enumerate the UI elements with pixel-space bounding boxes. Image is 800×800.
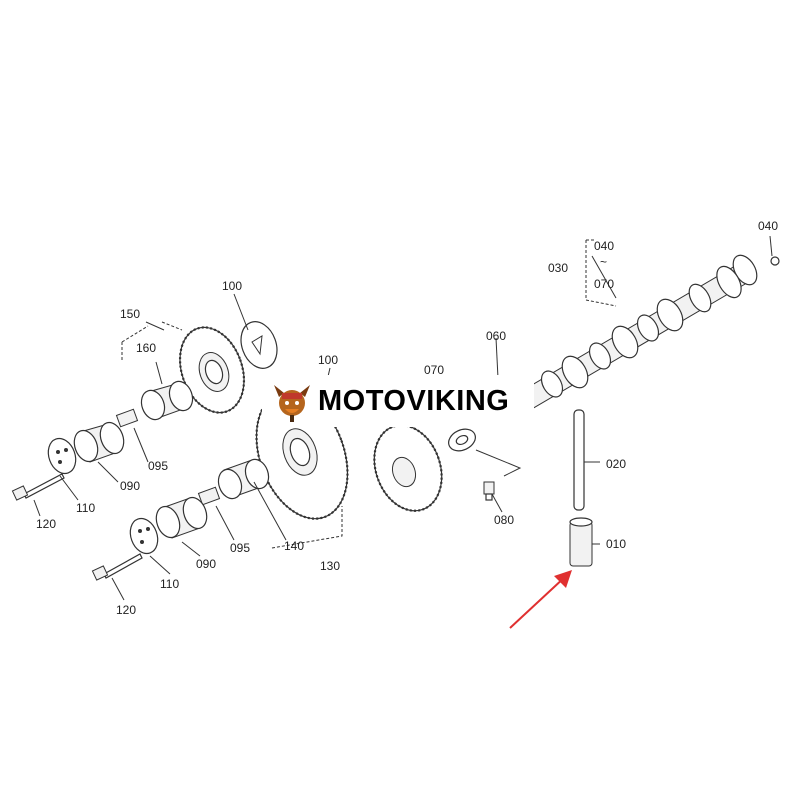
callout-040: 040 xyxy=(758,219,778,233)
lower-flange xyxy=(129,517,159,555)
callout-110-upper: 110 xyxy=(76,501,95,515)
upper-bushing xyxy=(140,380,194,421)
callout-150: 150 xyxy=(120,307,140,321)
upper-flange xyxy=(47,437,77,475)
callout-070-range: 070 xyxy=(594,277,614,291)
callout-040-range: 040 xyxy=(594,239,614,253)
callout-090-lower: 090 xyxy=(196,557,216,571)
upper-washer-plate xyxy=(240,321,278,369)
viking-mascot-icon xyxy=(274,385,310,422)
brand-watermark: MOTOVIKING xyxy=(262,375,534,427)
callout-140: 140 xyxy=(284,539,304,553)
lower-pin xyxy=(197,486,221,506)
lower-idle-shaft xyxy=(155,496,208,539)
callout-090-upper: 090 xyxy=(120,479,140,493)
upper-idle-shaft xyxy=(73,421,125,463)
callout-130: 130 xyxy=(320,559,340,573)
push-rod xyxy=(573,409,585,511)
indicator-arrow xyxy=(509,570,572,629)
lower-bushing xyxy=(217,458,270,500)
upper-bolt xyxy=(11,473,65,501)
camshaft-gear xyxy=(373,424,443,512)
callout-095-lower: 095 xyxy=(230,541,250,555)
callout-120-lower: 120 xyxy=(116,603,136,617)
lower-bolt xyxy=(91,553,143,581)
callout-080: 080 xyxy=(494,513,514,527)
callout-095-upper: 095 xyxy=(148,459,168,473)
callout-070-center: 070 xyxy=(424,363,444,377)
thrust-plate xyxy=(448,428,476,452)
callout-160: 160 xyxy=(136,341,156,355)
callout-100-lower: 100 xyxy=(318,353,338,367)
callout-110-lower: 110 xyxy=(160,577,179,591)
tappet xyxy=(569,517,593,567)
camshaft-end-plug xyxy=(770,256,780,266)
callout-010: 010 xyxy=(606,537,626,551)
range-mark: ~ xyxy=(600,255,607,269)
upper-pin xyxy=(115,408,139,428)
brand-name: MOTOVIKING xyxy=(318,384,510,417)
callout-060: 060 xyxy=(486,329,506,343)
plate-bolt xyxy=(483,481,495,501)
callout-100-upper: 100 xyxy=(222,279,242,293)
callout-120-upper: 120 xyxy=(36,517,56,531)
callout-030: 030 xyxy=(548,261,568,275)
callout-020: 020 xyxy=(606,457,626,471)
camshaft xyxy=(519,254,780,411)
upper-idle-gear xyxy=(178,326,246,414)
